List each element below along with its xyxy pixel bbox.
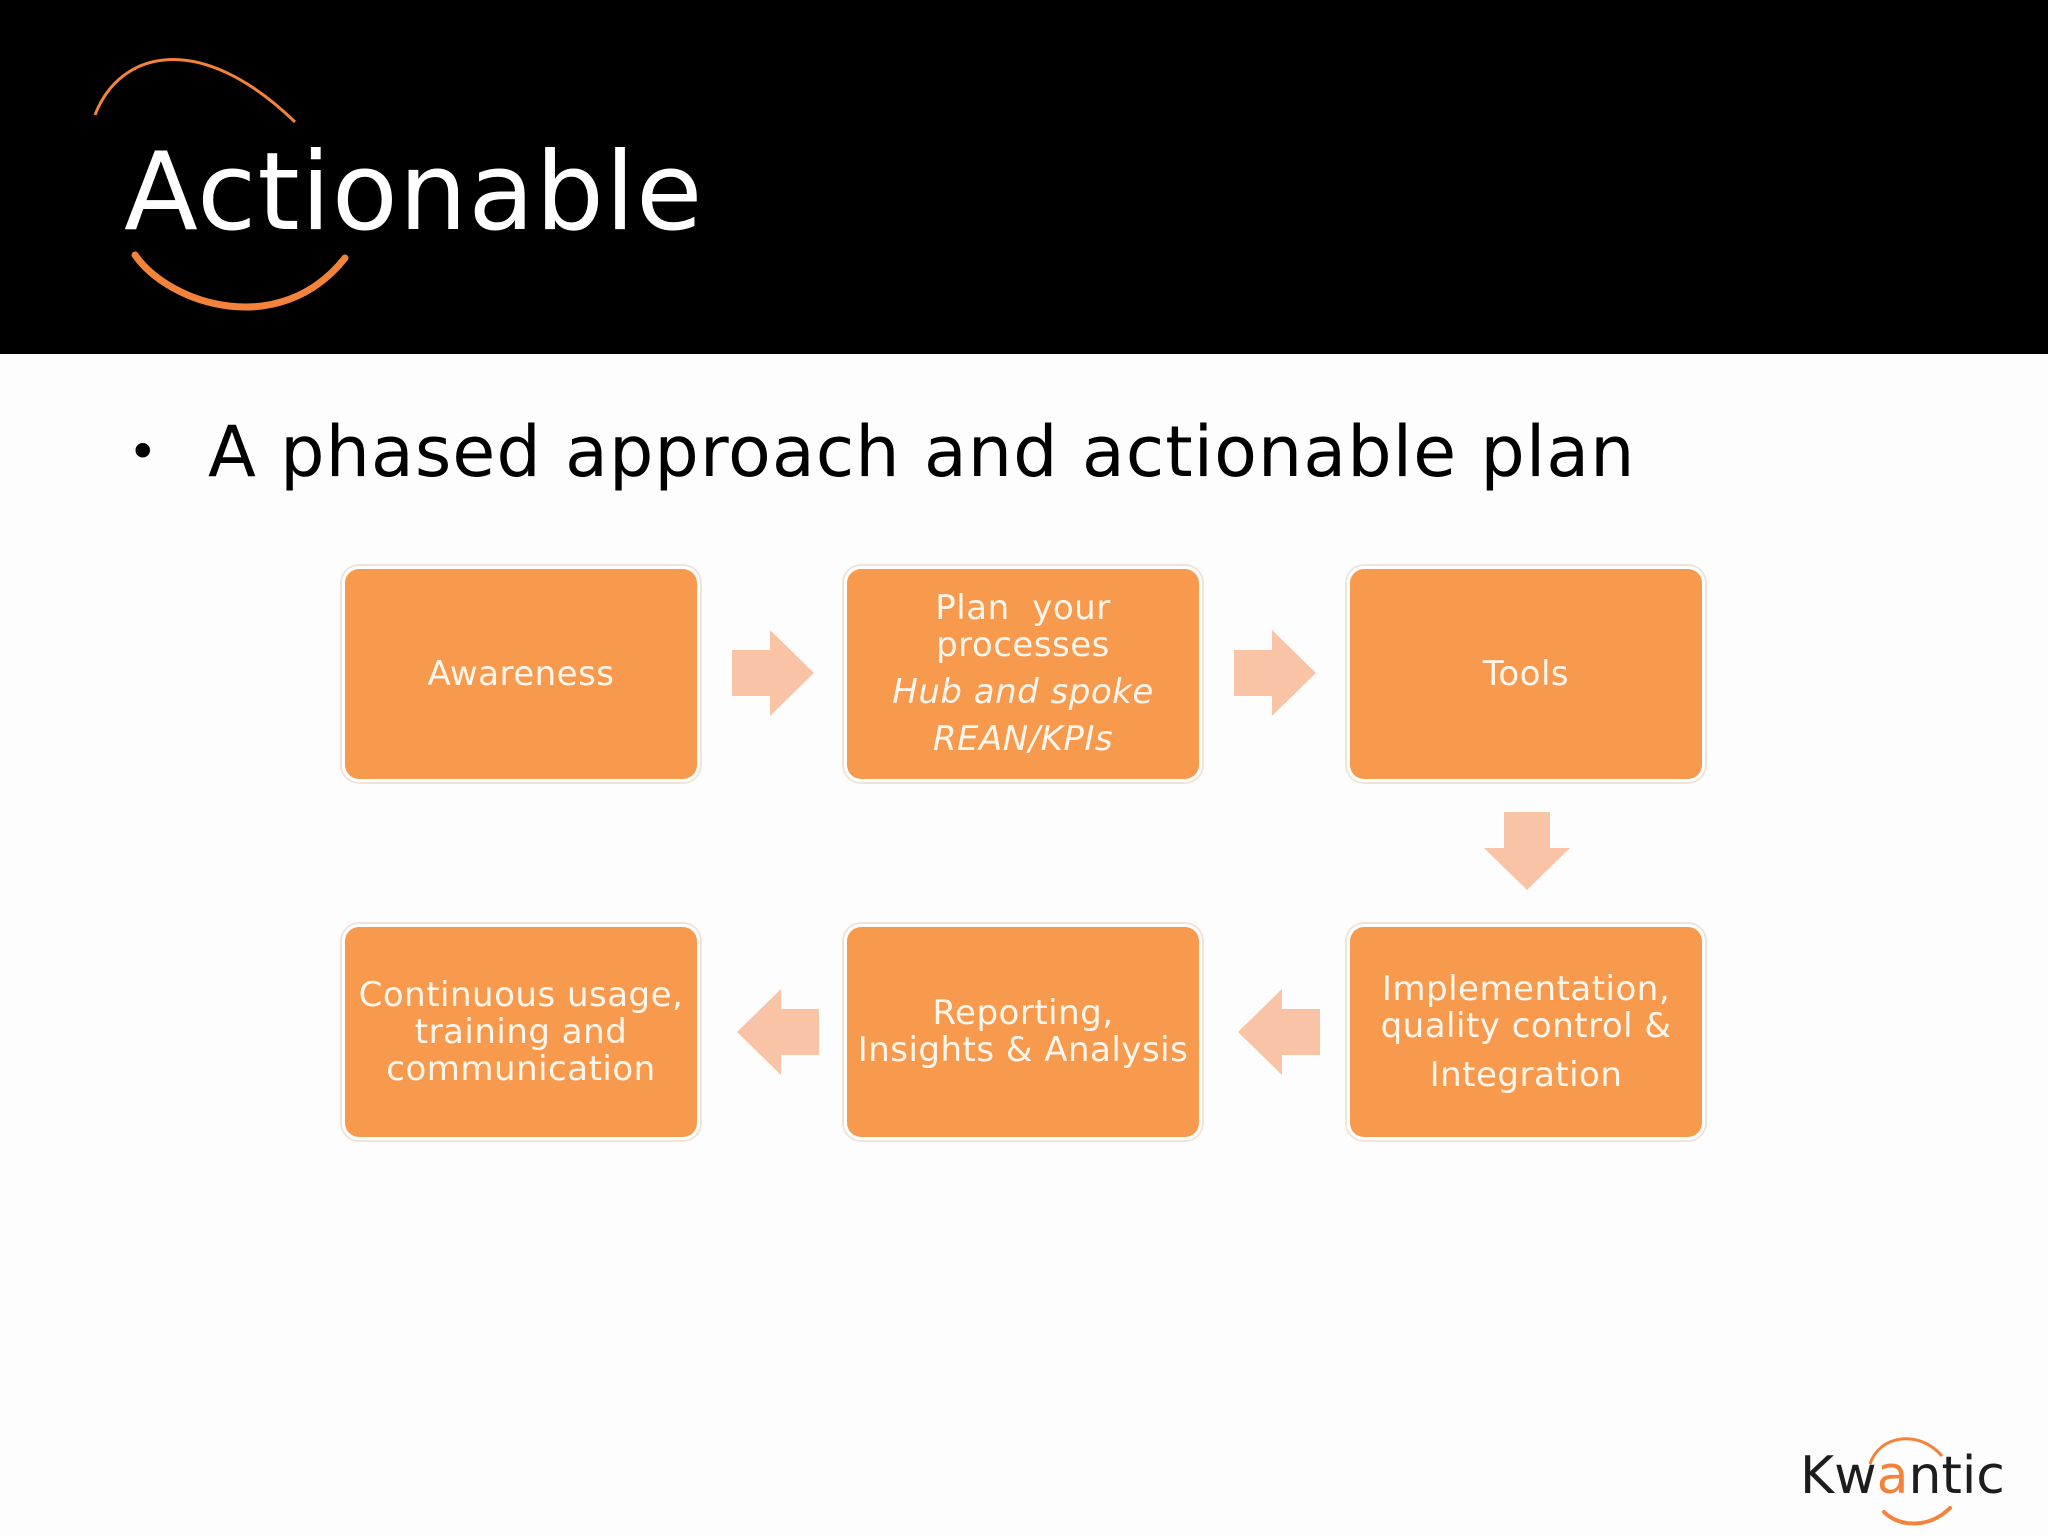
title-swoosh-decoration [93,58,349,311]
arrow-left-icon [737,989,819,1075]
step-implementation-line2: quality control & [1380,1005,1672,1046]
step-awareness: Awareness [345,569,697,779]
logo-swoosh-icon [1868,1437,1952,1526]
arrow-right-icon [1234,630,1316,716]
step-implementation-line1: Implementation, [1381,968,1671,1009]
step-tools-label: Tools [1482,653,1570,694]
bullet-text: A phased approach and actionable plan [208,411,1636,493]
step-implementation-line3: Integration [1429,1054,1623,1095]
step-implementation: Implementation, quality control & Integr… [1350,927,1702,1137]
step-reporting-line1: Reporting, [932,993,1114,1033]
arrow-down-icon [1484,812,1570,890]
kwantic-logo: Kwantic [1800,1428,2030,1528]
step-tools: Tools [1350,569,1702,779]
step-plan-hub-spoke: Hub and spoke [892,672,1154,712]
step-reporting: Reporting, Insights & Analysis [847,927,1199,1137]
slide-title: Actionable [124,130,704,255]
arrow-right-icon [732,630,814,716]
step-continuous-line3: communication [386,1048,656,1089]
bullet-point: • A phased approach and actionable plan [128,412,1636,492]
step-continuous-line1: Continuous usage, [358,974,684,1015]
step-plan-processes: Plan your processes Hub and spoke REAN/K… [847,569,1199,779]
logo-wordmark: Kwantic [1800,1446,2005,1506]
step-plan-rean-kpis: REAN/KPIs [932,719,1114,759]
step-awareness-label: Awareness [427,653,615,694]
step-plan-label-line1: Plan your [935,588,1111,628]
step-continuous-usage: Continuous usage, training and communica… [345,927,697,1137]
step-continuous-line2: training and [414,1011,628,1052]
step-reporting-line2: Insights & Analysis [857,1030,1189,1070]
arrow-left-icon [1238,989,1320,1075]
bullet-marker: • [128,423,158,481]
step-plan-label-line2: processes [936,625,1110,665]
title-header-band [0,0,2048,354]
